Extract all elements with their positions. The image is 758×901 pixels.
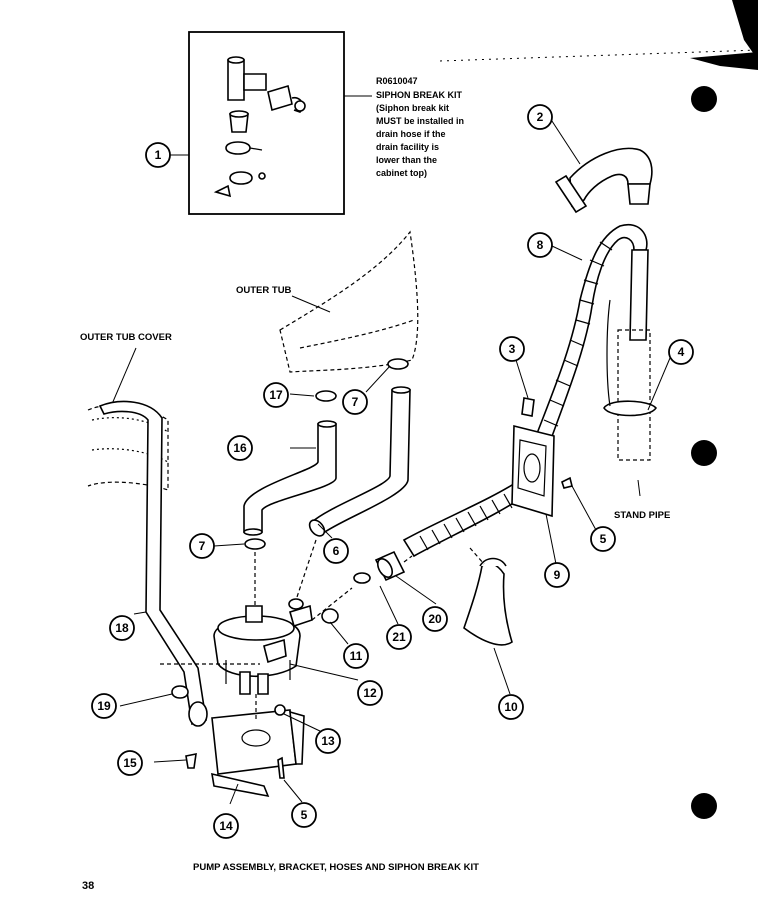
callout-18: 18 <box>109 615 135 641</box>
svg-text:7: 7 <box>199 539 206 553</box>
callout-6: 6 <box>323 538 349 564</box>
svg-text:11: 11 <box>350 649 363 663</box>
clamp-17 <box>315 390 337 402</box>
siphon-kit-box <box>188 31 345 215</box>
callout-7-lower: 7 <box>189 533 215 559</box>
callout-19: 19 <box>91 693 117 719</box>
callout-20: 20 <box>422 606 448 632</box>
callout-10: 10 <box>498 694 524 720</box>
scan-edge-marks <box>439 0 758 70</box>
screw-15 <box>185 752 197 769</box>
clamp-11-upper <box>288 598 304 610</box>
callout-16: 16 <box>227 435 253 461</box>
clamp-21 <box>353 572 371 584</box>
outer-tub-cover <box>87 404 169 491</box>
clamp-11-lower <box>321 608 339 624</box>
kit-note-line-3: drain hose if the <box>376 129 446 139</box>
drain-hose-corrugated <box>402 478 532 558</box>
svg-text:18: 18 <box>115 621 129 635</box>
svg-text:5: 5 <box>600 532 607 546</box>
svg-text:17: 17 <box>269 388 283 402</box>
clip-3 <box>521 397 535 417</box>
callout-3: 3 <box>499 336 525 362</box>
callout-1: 1 <box>145 142 171 168</box>
hose-holder-10 <box>463 562 513 646</box>
svg-text:19: 19 <box>97 699 111 713</box>
svg-text:16: 16 <box>233 441 247 455</box>
drain-hose-ribs <box>419 493 513 551</box>
stand-pipe <box>617 329 651 461</box>
svg-text:21: 21 <box>392 630 406 644</box>
svg-text:14: 14 <box>219 819 233 833</box>
svg-text:13: 13 <box>321 734 335 748</box>
page-number: 38 <box>82 880 94 892</box>
callout-4: 4 <box>668 339 694 365</box>
kit-note-line-2: MUST be installed in <box>376 116 464 126</box>
svg-text:6: 6 <box>333 544 340 558</box>
callout-2: 2 <box>527 104 553 130</box>
callout-21: 21 <box>386 624 412 650</box>
siphon-kit-text: R0610047 SIPHON BREAK KIT (Siphon break … <box>376 76 464 178</box>
binder-hole-bottom <box>691 793 717 819</box>
svg-text:2: 2 <box>537 110 544 124</box>
nut-13 <box>274 704 286 716</box>
binder-hole-top <box>691 86 717 112</box>
siphon-kit-parts <box>213 56 306 198</box>
binder-hole-middle <box>691 440 717 466</box>
svg-text:8: 8 <box>537 238 544 252</box>
callout-15: 15 <box>117 750 143 776</box>
kit-note-line-5: lower than the <box>376 155 437 165</box>
kit-title: SIPHON BREAK KIT <box>376 90 463 100</box>
leader-lines <box>119 117 671 805</box>
svg-text:4: 4 <box>678 345 685 359</box>
callout-11: 11 <box>343 643 369 669</box>
hose-18 <box>98 400 207 726</box>
svg-text:5: 5 <box>301 808 308 822</box>
kit-note-line-4: drain facility is <box>376 142 439 152</box>
svg-text:3: 3 <box>509 342 516 356</box>
callouts: 1 2 3 4 5 5 6 7 7 8 9 10 11 12 13 14 15 … <box>91 104 694 839</box>
callout-8: 8 <box>527 232 553 258</box>
svg-text:1: 1 <box>155 148 162 162</box>
tie-strap-4 <box>603 400 657 417</box>
pump-assembly <box>213 604 313 695</box>
kit-part-number: R0610047 <box>376 76 418 86</box>
outer-tub-outline <box>279 230 419 373</box>
svg-text:20: 20 <box>428 612 442 626</box>
kit-note-line-1: (Siphon break kit <box>376 103 449 113</box>
outer-tub-label: OUTER TUB <box>236 285 292 296</box>
callout-7-upper: 7 <box>342 389 368 415</box>
svg-text:10: 10 <box>504 700 518 714</box>
callout-5-bottom: 5 <box>291 802 317 828</box>
svg-text:15: 15 <box>123 756 137 770</box>
outer-tub-cover-label: OUTER TUB COVER <box>80 332 172 343</box>
svg-text:9: 9 <box>554 568 561 582</box>
callout-17: 17 <box>263 382 289 408</box>
hose-8-ribs <box>543 241 613 427</box>
callout-5-right: 5 <box>590 526 616 552</box>
stand-pipe-label: STAND PIPE <box>614 510 670 521</box>
kit-note-line-6: cabinet top) <box>376 168 427 178</box>
clamp-7-upper <box>387 358 409 370</box>
grommet-19 <box>171 685 189 699</box>
callout-9: 9 <box>544 562 570 588</box>
svg-text:12: 12 <box>363 686 377 700</box>
callout-13: 13 <box>315 728 341 754</box>
screw-5-upper <box>561 476 573 489</box>
screw-5-lower <box>277 756 285 779</box>
callout-14: 14 <box>213 813 239 839</box>
figure-caption: PUMP ASSEMBLY, BRACKET, HOSES AND SIPHON… <box>193 862 479 873</box>
clamp-7-lower <box>244 538 266 550</box>
callout-12: 12 <box>357 680 383 706</box>
svg-text:7: 7 <box>352 395 359 409</box>
